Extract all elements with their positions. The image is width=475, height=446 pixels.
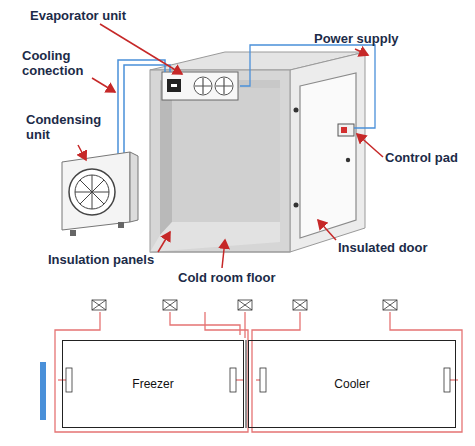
room-box: Cooler [248,340,456,428]
callout-label: Cold room floor [178,270,276,285]
callout-label: Insulated door [338,240,428,255]
callout-label: Evaporator unit [30,8,126,23]
room-name: Cooler [332,377,371,391]
callout-label: Power supply [314,31,399,46]
callout-label: Insulation panels [48,252,154,267]
room-name: Freezer [130,377,175,391]
callout-label: Condensing unit [26,112,118,142]
room-box: Freezer [62,340,244,428]
callout-label: Control pad [385,150,458,165]
callout-label: Cooling conection [22,48,100,78]
